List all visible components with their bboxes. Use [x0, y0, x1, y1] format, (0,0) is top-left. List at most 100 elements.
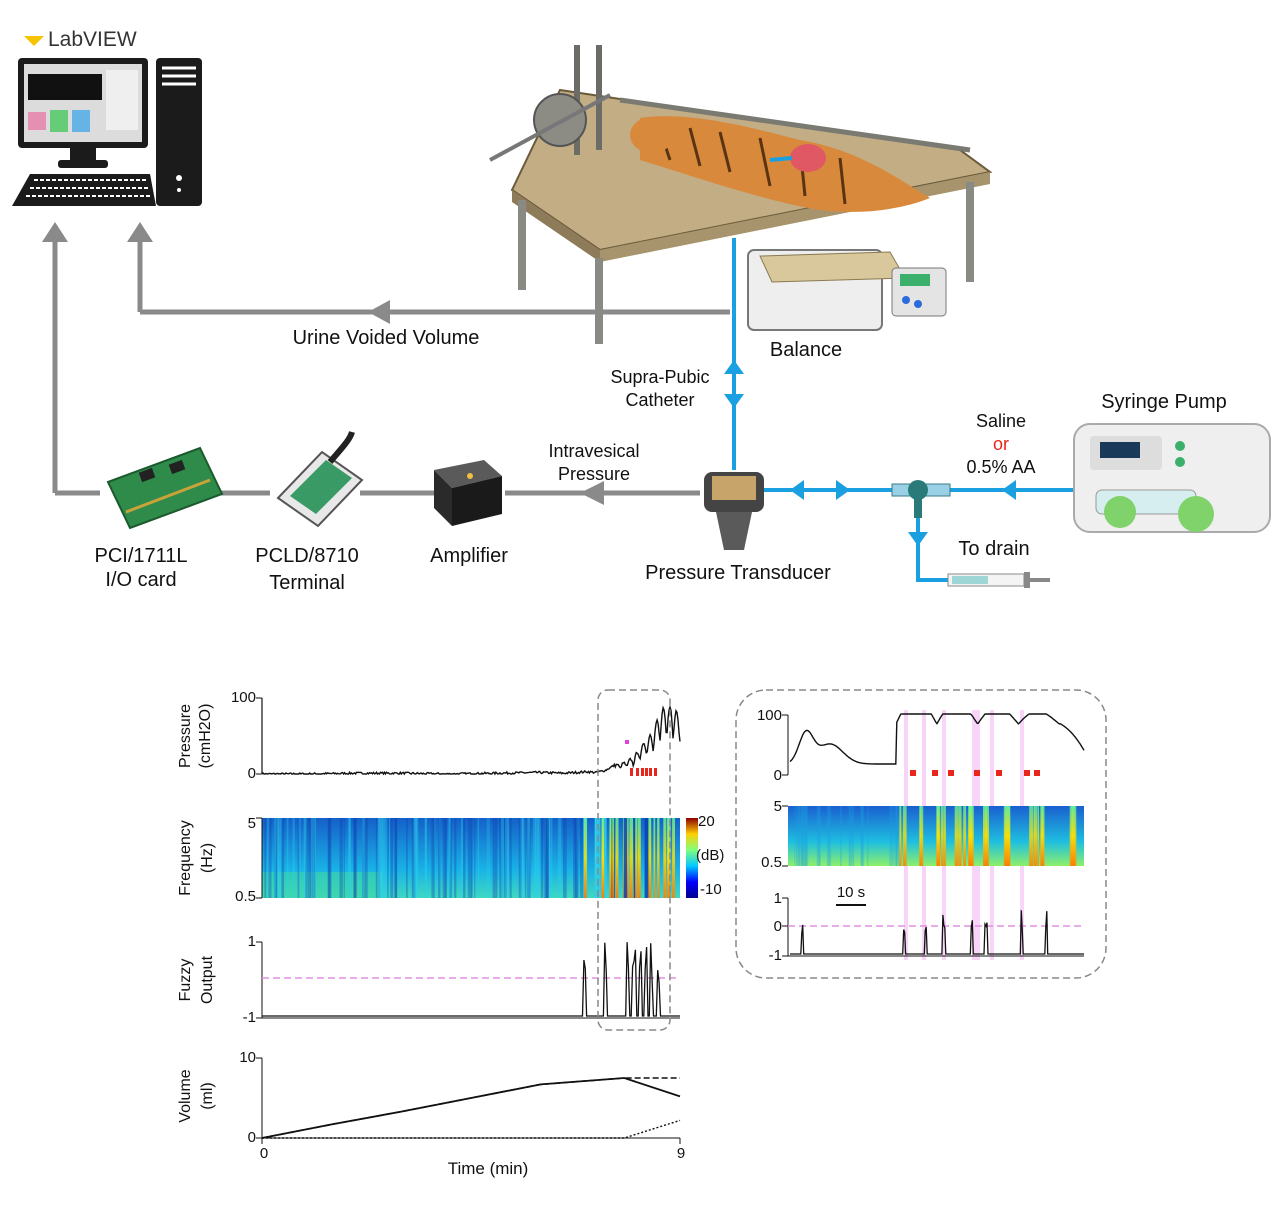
event-mark: [641, 768, 644, 776]
spectrogram-stripe: [527, 818, 531, 898]
inset-pressure-ytick-min: 0: [773, 767, 782, 784]
inset-spectrogram-stripe: [943, 806, 946, 866]
spectrogram-stripe: [347, 818, 351, 898]
spectrogram-stripe: [381, 818, 385, 898]
event-mark: [636, 768, 639, 776]
spectrogram-stripe: [378, 818, 381, 898]
volume-xtick-min: 0: [259, 1145, 269, 1162]
intravesical-label-2: Pressure: [557, 464, 631, 484]
spectrogram-stripe: [442, 818, 446, 898]
spectrogram-stripe: [532, 818, 537, 898]
signal-arrowheads: [42, 222, 604, 505]
inset-fuzzy-trace: [790, 910, 1084, 955]
spectrogram-stripe: [577, 818, 579, 898]
frequency-ytick-min: 0.5: [235, 888, 256, 905]
spectrogram-stripe: [353, 818, 357, 898]
spectrogram-stripe: [297, 818, 300, 898]
inset-spectrogram-stripe: [826, 806, 830, 866]
volume-ytick-min: 0: [247, 1129, 256, 1146]
drain-syringe-icon: [947, 572, 1050, 588]
spectrogram-stripe: [540, 818, 544, 898]
spectrogram-stripe: [615, 818, 619, 898]
pressure-ytick-max: 100: [230, 689, 256, 706]
spectrogram-stripe: [454, 818, 457, 898]
spectrogram-stripe: [527, 818, 530, 898]
spectrogram-stripe: [604, 818, 607, 898]
inset-fuzzy-ytick-zero: 0: [773, 918, 782, 935]
spectrogram-stripe: [313, 818, 315, 898]
fuzzy-ylabel-2: Output: [199, 955, 216, 1005]
inset-spectrogram-stripe: [853, 806, 855, 866]
spectrogram-stripe: [388, 818, 391, 898]
fuzzy-trace: [262, 942, 680, 1017]
inset-spectrogram-stripe: [816, 806, 819, 866]
spectrogram-stripe: [470, 818, 473, 898]
inset-spectrogram-stripe: [899, 806, 902, 866]
spectrogram-stripe: [394, 818, 397, 898]
spectrogram-stripe: [634, 818, 638, 898]
inset-spectrogram-stripe: [1007, 806, 1011, 866]
spectrogram-stripe: [314, 818, 316, 898]
spectrogram-stripe: [444, 818, 447, 898]
spectrogram-stripe: [463, 818, 466, 898]
spectrogram-stripe: [633, 818, 636, 898]
pressure-transducer-icon: [704, 472, 764, 550]
spectrogram-stripe: [648, 818, 652, 898]
spectrogram-stripe: [629, 818, 633, 898]
fuzzy-axes: [261, 942, 680, 1019]
urine-voided-volume-label: Urine Voided Volume: [292, 327, 480, 349]
spectrogram-stripe: [637, 818, 641, 898]
inset-panel: [735, 689, 1107, 979]
catheter-label-1: Supra-Pubic: [610, 367, 710, 387]
inset-spectrogram-stripe: [895, 806, 900, 866]
terminal-label-1: PCLD/8710: [255, 545, 359, 567]
volume-xtick-max: 9: [676, 1145, 686, 1162]
inset-event-mark: [996, 770, 1002, 776]
spectrogram-stripe: [518, 818, 522, 898]
inset-spectrogram-stripe: [860, 806, 863, 866]
spectrogram-stripe: [310, 818, 314, 898]
spectrogram-stripe: [501, 818, 504, 898]
volume-xlabel: Time (min): [447, 1159, 529, 1178]
fuzzy-ytick-min: -1: [242, 1009, 256, 1026]
inset-event-mark: [1034, 770, 1040, 776]
inset-event-mark: [910, 770, 916, 776]
spectrogram-stripe: [298, 818, 301, 898]
spectrogram-stripe: [492, 818, 497, 898]
inset-event-mark: [974, 770, 980, 776]
spectrogram-stripe: [649, 818, 651, 898]
inset-scalebar-label: 10 s: [836, 884, 866, 901]
spectrogram-stripe: [328, 818, 331, 898]
spectrogram-stripe: [268, 818, 272, 898]
terminal-label-2: Terminal: [269, 572, 345, 594]
spectrogram-stripe: [544, 818, 548, 898]
spectrogram-stripe: [413, 818, 416, 898]
spectrogram-stripe: [448, 818, 451, 898]
event-mark: [649, 768, 652, 776]
zoom-box: [597, 689, 671, 1031]
inset-spectrogram-stripe: [970, 806, 973, 866]
computer-icon: [12, 36, 202, 206]
spectrogram-stripe: [477, 818, 480, 898]
spectrogram-stripe: [524, 818, 526, 898]
inset-spectrogram-stripe: [805, 806, 807, 866]
spectrogram-stripe: [281, 818, 285, 898]
inset-spectrogram-stripe: [1037, 806, 1039, 866]
spectrogram-stripe: [672, 818, 675, 898]
pressure-trace: [261, 704, 681, 776]
spectrogram-stripe: [449, 818, 452, 898]
frequency-ytick-max: 5: [247, 815, 256, 832]
spectrogram-stripe: [434, 818, 436, 898]
io-card-icon: [106, 446, 224, 530]
spectrogram-stripe: [573, 818, 577, 898]
spectrogram-stripe: [349, 818, 351, 898]
spectrogram-stripe: [520, 818, 524, 898]
spectrogram-stripe: [305, 818, 307, 898]
spectrogram-stripe: [390, 818, 394, 898]
volume-line: [261, 1077, 681, 1139]
inset-event-mark: [948, 770, 954, 776]
inset-spectrogram-stripe: [902, 806, 907, 866]
inset-pressure-trace: [789, 713, 1085, 765]
inset-spectrogram-stripe: [963, 806, 967, 866]
spectrogram-stripe: [292, 818, 295, 898]
